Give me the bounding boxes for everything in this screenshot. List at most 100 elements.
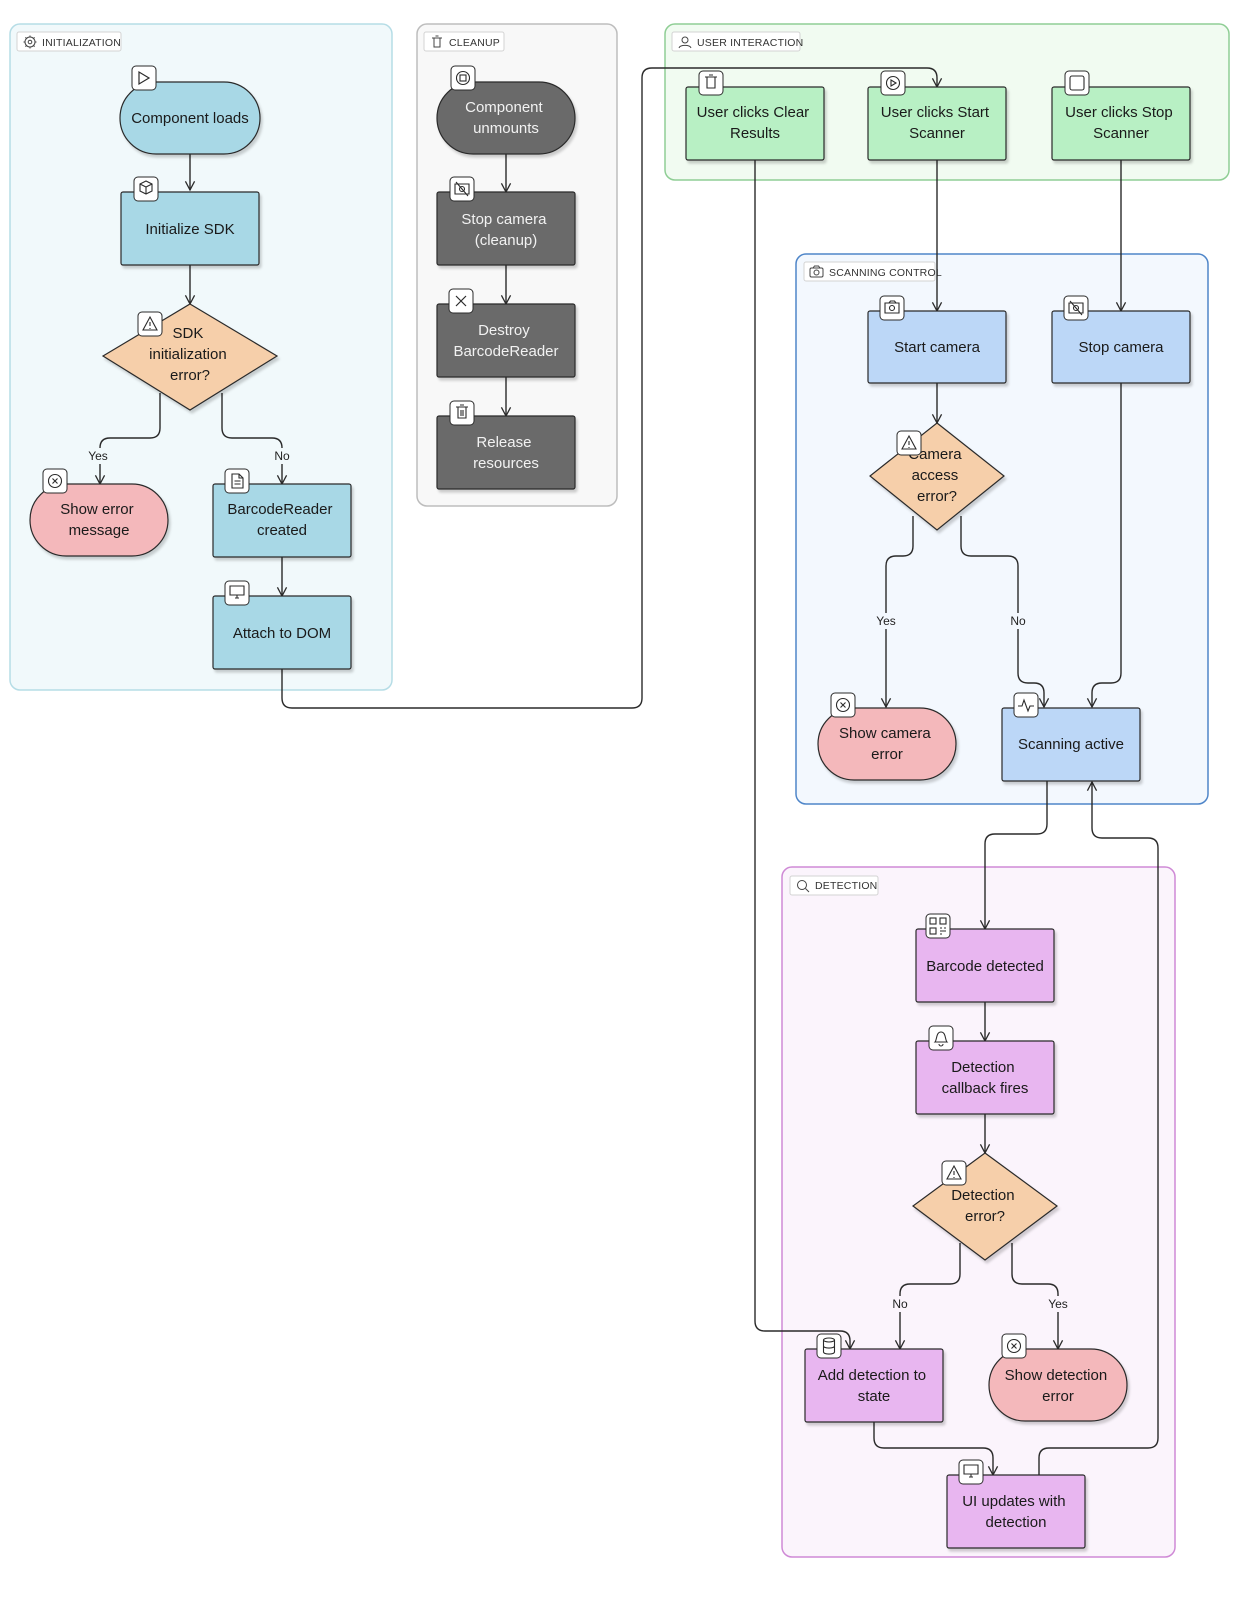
edge-detection-error-no xyxy=(894,1243,961,1351)
edge-ui-to-scanning xyxy=(1038,780,1159,1475)
edge-sdk-error-no xyxy=(221,393,288,486)
qr-code-icon xyxy=(925,913,951,939)
node-label-line: Scanner xyxy=(909,125,965,142)
camera-off-icon xyxy=(1063,295,1089,321)
x-circle-icon xyxy=(42,468,68,494)
node-label-line: Show error xyxy=(60,501,133,518)
node-start-camera: Start camera xyxy=(867,310,1007,384)
node-label-line: unmounts xyxy=(473,120,539,137)
node-label-line: Destroy xyxy=(478,322,530,339)
edge-attach-to-start xyxy=(281,67,943,709)
node-label-line: User clicks Stop xyxy=(1065,104,1173,121)
database-icon xyxy=(816,1333,842,1359)
gear-icon xyxy=(23,35,37,49)
node-label: Scanning active xyxy=(1018,736,1124,753)
monitor-icon xyxy=(958,1459,984,1485)
node-label-line: SDK xyxy=(172,325,203,342)
search-icon xyxy=(797,880,810,893)
node-label: Show camera error xyxy=(839,725,935,763)
node-label-line: User clicks Clear xyxy=(697,104,810,121)
warning-icon xyxy=(137,311,163,337)
close-icon xyxy=(448,288,474,314)
edge-add-detection-to-ui xyxy=(873,1422,999,1477)
node-label-line: detection xyxy=(986,1514,1047,1531)
node-scanning-active: Scanning active xyxy=(1001,707,1141,782)
node-initialize-sdk: Initialize SDK xyxy=(120,191,260,266)
node-release-resources: Release resources xyxy=(436,415,576,490)
node-label-line: error xyxy=(871,746,903,763)
node-stop-camera: Stop camera xyxy=(1051,310,1191,384)
node-label-line: access xyxy=(912,467,959,484)
node-label: Stop camera xyxy=(1078,339,1164,356)
trash-icon xyxy=(698,70,724,96)
node-destroy-barcode-reader: Destroy BarcodeReader xyxy=(436,303,576,378)
edge-label-camera-no: No xyxy=(1010,614,1026,628)
node-label: User clicks Stop Scanner xyxy=(1065,104,1177,142)
node-label-line: BarcodeReader xyxy=(227,501,332,518)
edge-label-detection-yes: Yes xyxy=(1048,1297,1068,1311)
edge-detection-error-yes xyxy=(1011,1243,1064,1351)
node-label: Detection callback fires xyxy=(942,1059,1029,1097)
node-label: User clicks Clear Results xyxy=(697,104,814,142)
node-user-clicks-clear: User clicks Clear Results xyxy=(685,86,825,161)
node-label-line: error xyxy=(1042,1388,1074,1405)
node-label-line: Show detection xyxy=(1005,1367,1108,1384)
node-label: Show detection error xyxy=(1005,1367,1112,1405)
node-label: Attach to DOM xyxy=(233,625,331,642)
node-user-clicks-start: User clicks Start Scanner xyxy=(867,86,1007,161)
group-scanning-control: SCANNING CONTROL xyxy=(795,253,1209,805)
node-label: Add detection to state xyxy=(818,1367,931,1405)
node-label: Camera access error? xyxy=(908,446,966,505)
node-label: UI updates with detection xyxy=(962,1493,1070,1531)
node-label-line: resources xyxy=(473,455,539,472)
edge-scanning-to-barcode xyxy=(979,781,1048,931)
group-title-detection: DETECTION xyxy=(815,880,877,892)
trash-icon xyxy=(449,400,475,426)
edges xyxy=(94,67,1159,1477)
monitor-icon xyxy=(224,580,250,606)
x-circle-icon xyxy=(1001,1333,1027,1359)
node-show-error-message: Show error message xyxy=(29,483,169,557)
bell-icon xyxy=(928,1025,954,1051)
file-text-icon xyxy=(224,468,250,494)
node-label-line: BarcodeReader xyxy=(453,343,558,360)
camera-icon xyxy=(879,295,905,321)
node-label: Start camera xyxy=(894,339,981,356)
camera-icon xyxy=(809,265,824,278)
node-show-camera-error: Show camera error xyxy=(817,707,957,781)
play-icon xyxy=(131,65,157,91)
node-label: Component loads xyxy=(131,110,249,127)
node-label: Release resources xyxy=(473,434,539,472)
edge-camera-error-yes xyxy=(880,516,914,709)
node-attach-to-dom: Attach to DOM xyxy=(212,595,352,670)
group-title-scanning-control: SCANNING CONTROL xyxy=(829,267,942,279)
node-show-detection-error: Show detection error xyxy=(988,1348,1128,1422)
node-label: Stop camera (cleanup) xyxy=(461,211,550,249)
node-label-line: Component xyxy=(465,99,543,116)
x-circle-icon xyxy=(830,692,856,718)
node-component-unmounts: Component unmounts xyxy=(436,81,576,155)
node-label-line: error? xyxy=(170,367,210,384)
node-label-line: error? xyxy=(917,488,957,505)
edge-label-camera-yes: Yes xyxy=(876,614,896,628)
node-label-line: initialization xyxy=(149,346,227,363)
node-label: User clicks Start Scanner xyxy=(881,104,994,142)
package-icon xyxy=(133,176,159,202)
square-icon xyxy=(1064,70,1090,96)
stop-circle-icon xyxy=(450,65,476,91)
node-label: SDK initialization error? xyxy=(149,325,231,384)
node-add-detection: Add detection to state xyxy=(804,1348,944,1423)
node-label-line: callback fires xyxy=(942,1080,1029,1097)
node-label-line: User clicks Start xyxy=(881,104,990,121)
edge-clear-to-add-detection xyxy=(754,160,856,1351)
node-label: Barcode detected xyxy=(926,958,1044,975)
node-label-line: state xyxy=(858,1388,891,1405)
node-label-line: Add detection to xyxy=(818,1367,926,1384)
node-barcode-detected: Barcode detected xyxy=(915,928,1055,1003)
node-user-clicks-stop: User clicks Stop Scanner xyxy=(1051,86,1191,161)
node-ui-updates: UI updates with detection xyxy=(946,1474,1086,1549)
group-title-cleanup: CLEANUP xyxy=(449,37,500,49)
node-barcode-reader-created: BarcodeReader created xyxy=(212,483,352,558)
node-label-line: Camera xyxy=(908,446,962,463)
